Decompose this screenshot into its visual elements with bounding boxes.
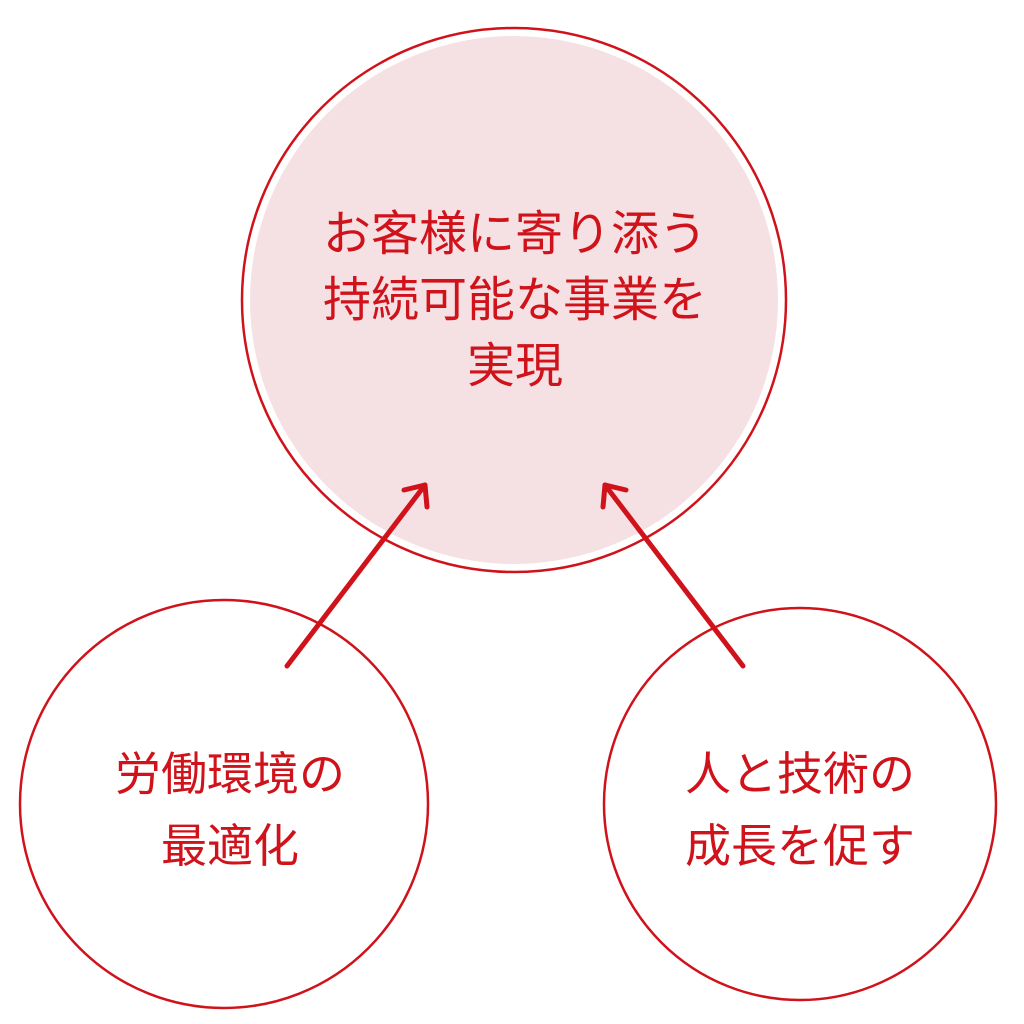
arrow-up-left-icon	[600, 482, 746, 669]
main-goal-circle-fill	[250, 36, 778, 564]
main-goal-circle-outline	[240, 26, 788, 574]
right-factor-circle	[602, 606, 998, 1002]
left-factor-circle	[18, 598, 430, 1010]
arrow-up-right-icon	[284, 482, 430, 669]
